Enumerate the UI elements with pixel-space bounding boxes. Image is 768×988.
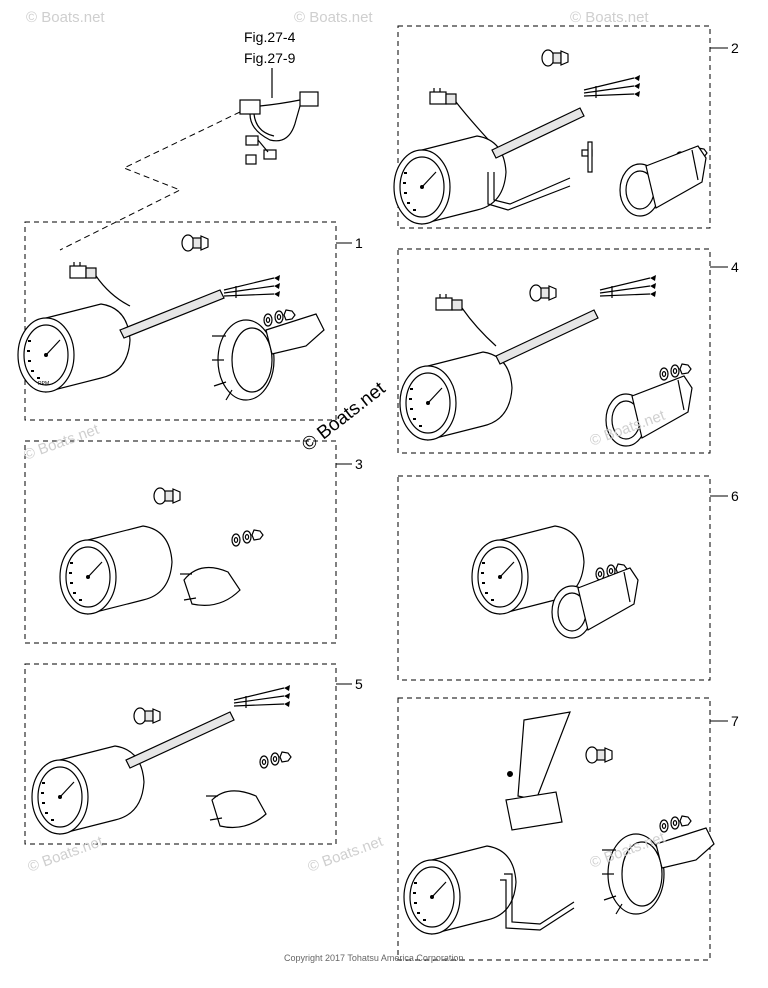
tachometer-assembly-1: RPM <box>17 234 325 401</box>
callout-7: 7 <box>731 713 739 729</box>
copyright-notice: Copyright 2017 Tohatsu America Corporati… <box>284 953 463 963</box>
figure-reference-2: Fig.27-9 <box>244 50 296 66</box>
svg-text:RPM: RPM <box>38 381 49 387</box>
kit-box-7 <box>397 697 711 961</box>
meter-assembly-6 <box>471 525 639 639</box>
speedometer-assembly-7 <box>403 711 715 935</box>
kit-box-1 <box>24 221 337 421</box>
watermark-mid-left: © Boats.net <box>22 421 102 464</box>
callout-4: 4 <box>731 259 739 275</box>
kit-box-5 <box>24 663 337 845</box>
kit-box-4 <box>397 248 711 454</box>
callout-5: 5 <box>355 676 363 692</box>
callout-3: 3 <box>355 456 363 472</box>
figure-reference-1: Fig.27-4 <box>244 29 296 45</box>
tachometer-assembly-5 <box>31 684 292 835</box>
watermark-top-left: © Boats.net <box>26 9 105 26</box>
watermark-top-center: © Boats.net <box>294 9 373 26</box>
wire-harness <box>239 91 319 165</box>
connection-link <box>59 111 241 251</box>
watermark-top-right: © Boats.net <box>570 9 649 26</box>
kit-box-2 <box>397 25 711 229</box>
tachometer-assembly-4 <box>399 274 693 447</box>
callout-6: 6 <box>731 488 739 504</box>
watermark-lower-left: © Boats.net <box>26 833 106 876</box>
gauge-assembly-3 <box>59 487 264 615</box>
kit-box-3 <box>24 440 337 644</box>
tachometer-assembly-2 <box>393 49 708 225</box>
watermark-lower-center: © Boats.net <box>306 833 386 876</box>
kit-box-6 <box>397 475 711 681</box>
callout-1: 1 <box>355 235 363 251</box>
callout-2: 2 <box>731 40 739 56</box>
watermark-center: © Boats.net <box>298 378 390 456</box>
